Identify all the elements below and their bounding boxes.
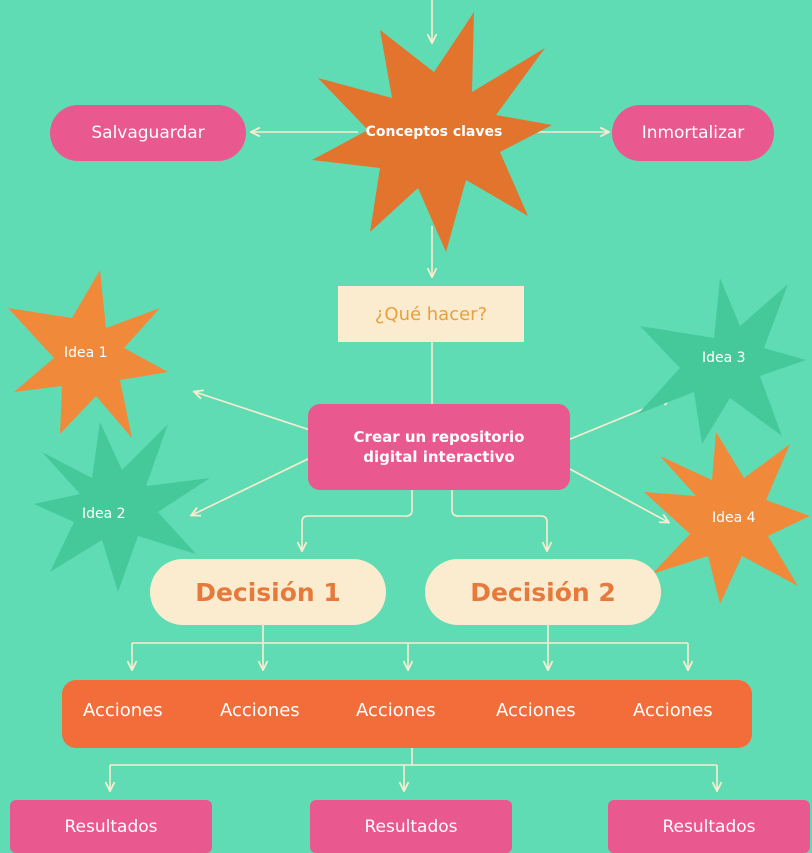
idea-2-label: Idea 2	[82, 506, 126, 522]
idea-1-label: Idea 1	[64, 345, 108, 361]
connectors	[110, 0, 717, 790]
arrow-to-idea-4	[567, 467, 668, 522]
result-2-node[interactable]: Resultados	[310, 800, 512, 853]
arrow-to-decision-2	[451, 490, 547, 550]
idea-1-star-shape	[8, 270, 168, 438]
center-concept-label: Conceptos claves	[365, 123, 503, 140]
decision-2-node[interactable]: Decisión 2	[425, 559, 661, 625]
question-node[interactable]: ¿Qué hacer?	[338, 286, 524, 342]
inmortalizar-node[interactable]: Inmortalizar	[612, 105, 774, 161]
action-5: Acciones	[633, 700, 713, 721]
result-3-node[interactable]: Resultados	[608, 800, 810, 853]
idea-2-star-shape	[34, 422, 210, 592]
arrow-to-idea-1	[195, 392, 311, 431]
action-3: Acciones	[356, 700, 436, 721]
action-4: Acciones	[496, 700, 576, 721]
idea-4-label: Idea 4	[712, 510, 756, 526]
arrow-to-idea-2	[192, 457, 311, 515]
result-1-node[interactable]: Resultados	[10, 800, 212, 853]
center-star-shape	[312, 12, 552, 252]
action-2: Acciones	[220, 700, 300, 721]
arrow-to-decision-1	[302, 490, 413, 550]
idea-4-star-shape	[644, 432, 810, 604]
idea-3-label: Idea 3	[702, 350, 746, 366]
idea-3-star-shape	[638, 278, 806, 444]
actions-bar	[62, 680, 752, 748]
salvaguardar-node[interactable]: Salvaguardar	[50, 105, 246, 161]
decision-1-node[interactable]: Decisión 1	[150, 559, 386, 625]
main-idea-node[interactable]: Crear un repositorio digital interactivo	[308, 404, 570, 490]
action-1: Acciones	[83, 700, 163, 721]
